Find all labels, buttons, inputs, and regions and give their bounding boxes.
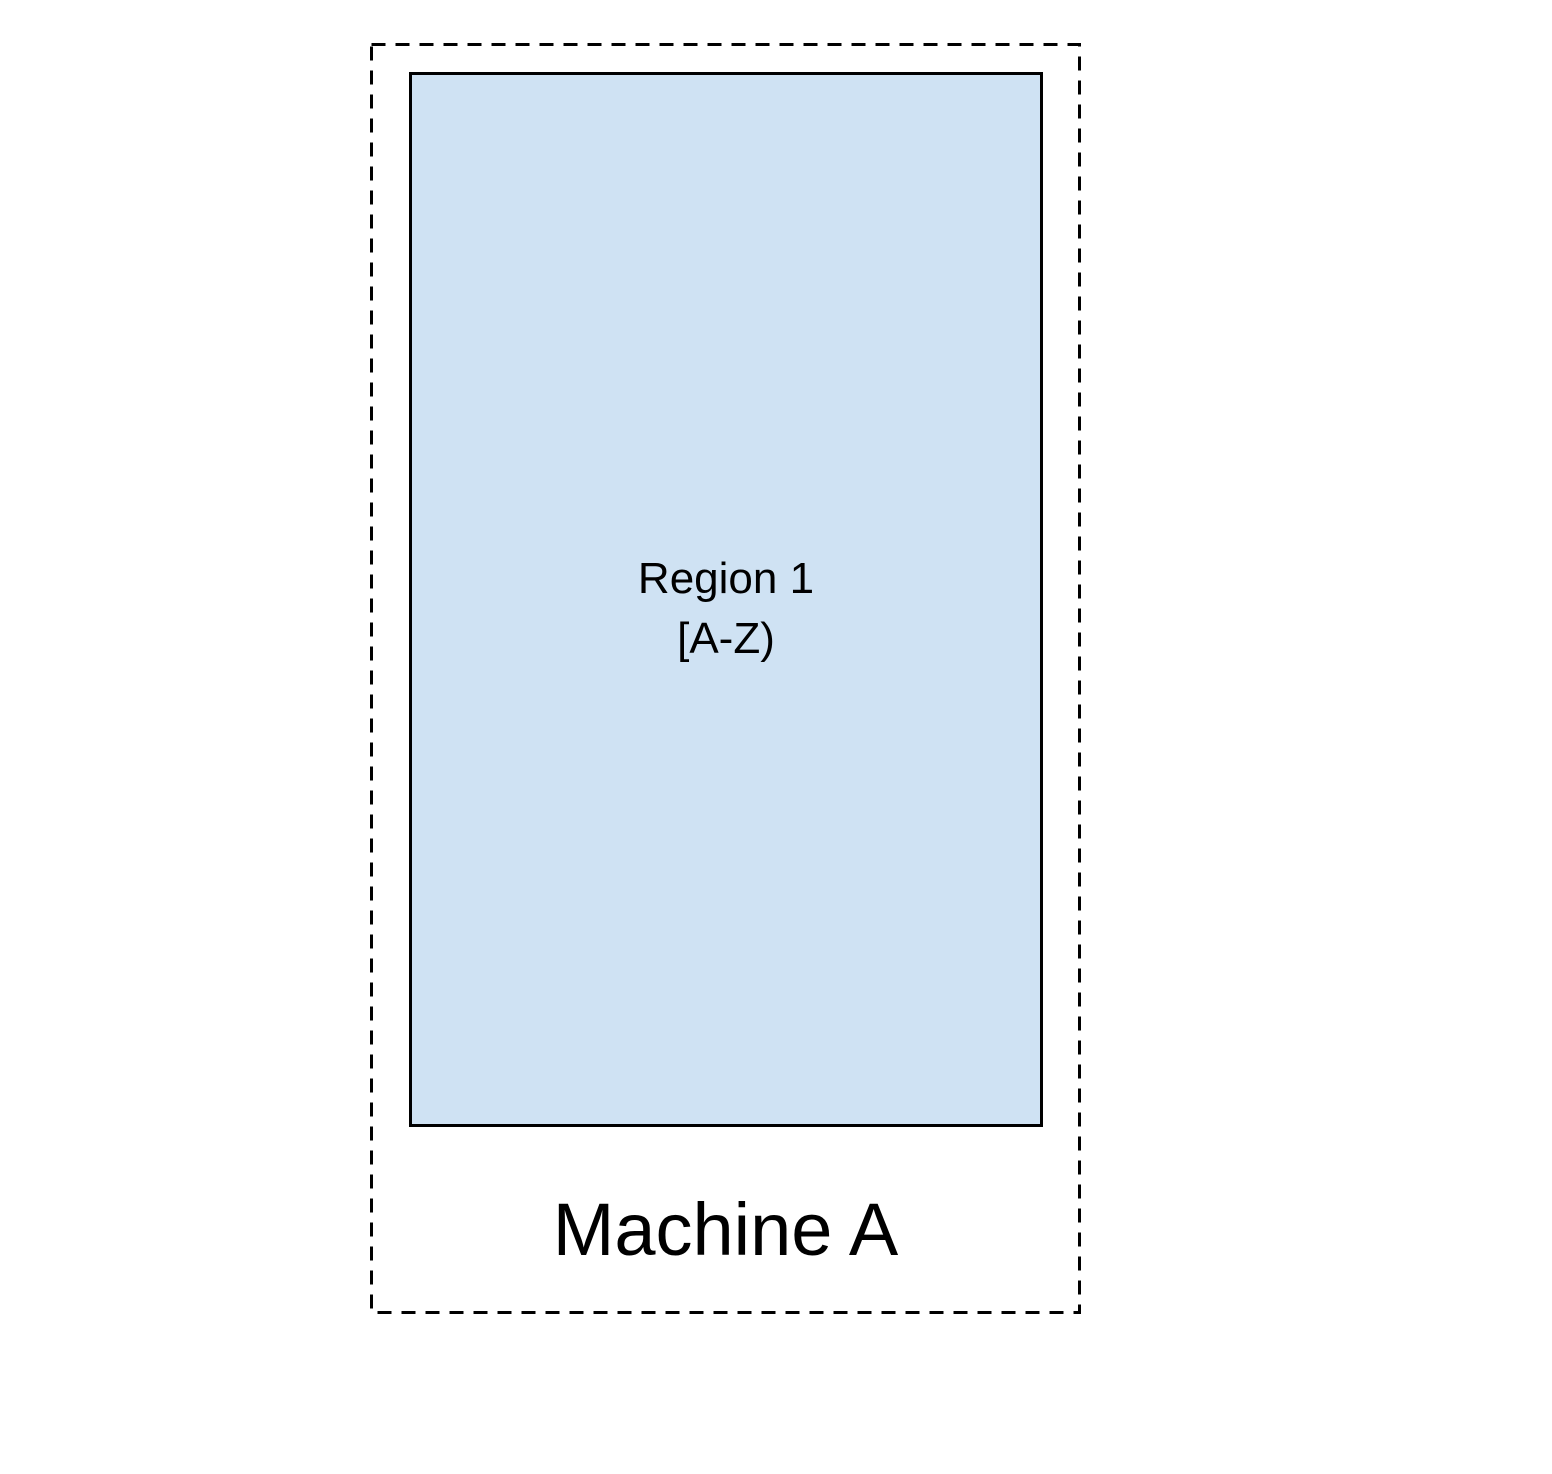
machine-dashed-border <box>370 43 1081 1314</box>
region-1-box: Region 1 [A-Z) <box>409 72 1043 1127</box>
machine-label: Machine A <box>552 1188 899 1271</box>
machine-a-container: Region 1 [A-Z) Machine A <box>370 43 1081 1314</box>
region-label: Region 1 [A-Z) <box>412 549 1040 669</box>
region-range: [A-Z) <box>677 614 775 663</box>
region-name: Region 1 <box>637 554 815 603</box>
